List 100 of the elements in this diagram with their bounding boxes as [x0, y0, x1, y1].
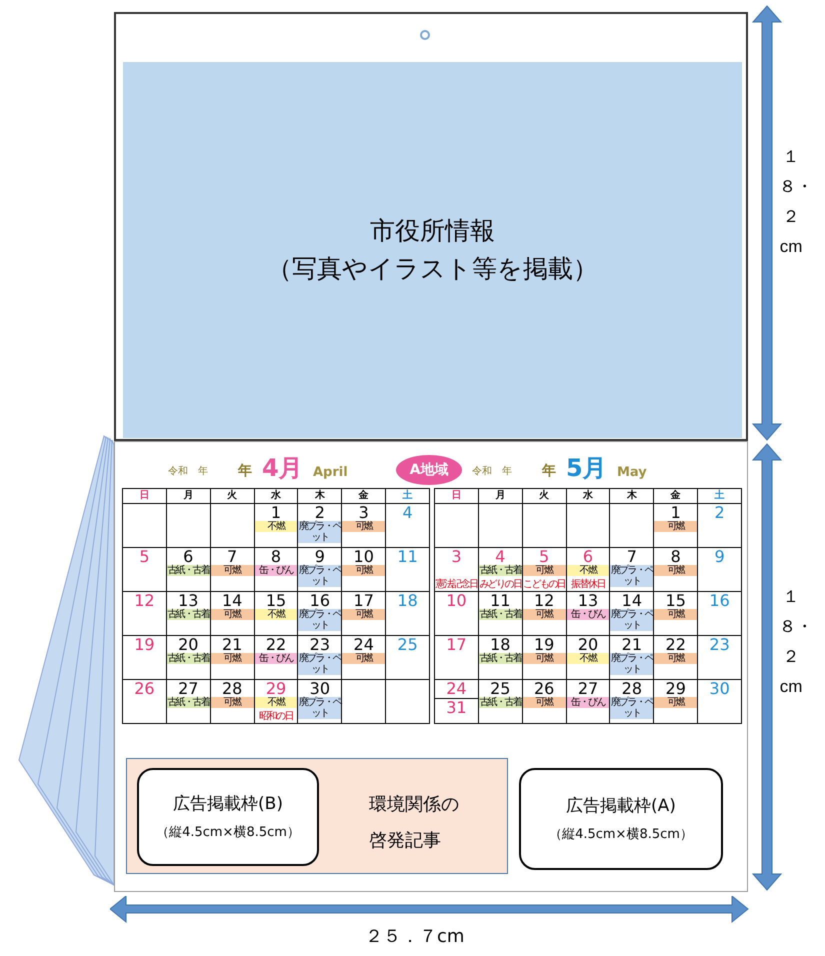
day-number: 22 — [666, 636, 686, 653]
weekday-header: 水 — [270, 491, 281, 501]
month-name: April — [313, 466, 348, 479]
collection-tag: 缶・びん — [566, 609, 610, 620]
collection-tag: 不燃 — [254, 521, 298, 532]
day-number: 14 — [222, 592, 242, 609]
collection-tag: 可燃 — [654, 565, 698, 576]
collection-tag: 可燃 — [210, 697, 254, 708]
month-name: May — [617, 466, 647, 479]
day-number: 24 — [354, 636, 374, 653]
ad-title: 広告掲載枠(B) — [173, 796, 283, 812]
day-number: 29 — [666, 680, 686, 697]
collection-tag: 古紙・古着 — [478, 565, 522, 576]
collection-tag: 可燃 — [654, 609, 698, 620]
day-number: 12 — [534, 592, 554, 609]
day-number: 26 — [134, 680, 155, 697]
day-number: 27 — [578, 680, 598, 697]
day-number: 21 — [222, 636, 242, 653]
day-number: 27 — [178, 680, 198, 697]
day-number: 17 — [446, 636, 467, 653]
collection-tag: 可燃 — [654, 697, 698, 708]
day-number: 5 — [539, 548, 550, 565]
era-year-label: 令和 年 — [472, 467, 512, 477]
weekday-header: 水 — [582, 491, 593, 501]
collection-tag: 古紙・古着 — [166, 565, 210, 576]
day-number: 20 — [578, 636, 598, 653]
day-number: 6 — [582, 548, 594, 565]
day-number: 10 — [446, 592, 467, 609]
collection-tag: 可燃 — [654, 653, 698, 664]
collection-tag: 可燃 — [654, 521, 698, 532]
day-number: 17 — [354, 592, 374, 609]
collection-tag: 不燃 — [254, 697, 298, 708]
weekday-header: 金 — [358, 491, 369, 501]
day-number: 2 — [314, 504, 325, 521]
day-number: 6 — [183, 548, 194, 565]
info-panel — [123, 62, 742, 438]
day-number: 7 — [227, 548, 238, 565]
collection-tag: 可燃 — [342, 653, 386, 664]
collection-tag: 古紙・古着 — [166, 697, 210, 708]
collection-tag: 缶・びん — [254, 565, 298, 576]
collection-tag: 可燃 — [210, 653, 254, 664]
day-number: 25 — [397, 636, 418, 653]
year-label: 年 — [238, 464, 252, 478]
month-number: 5月 — [566, 456, 607, 480]
day-number: 11 — [490, 592, 510, 609]
day-number: 11 — [397, 548, 418, 565]
year-label: 年 — [542, 464, 556, 478]
weekday-header: 金 — [670, 491, 681, 501]
day-number: 1 — [670, 504, 681, 521]
panel-text: 市役所情報 — [370, 215, 495, 247]
holiday-label: 振替休日 — [571, 579, 605, 590]
collection-tag: 不燃 — [254, 609, 298, 620]
panel-text: （写真やイラスト等を掲載） — [267, 253, 598, 285]
article-text: 環境関係の啓発記事 — [369, 793, 460, 853]
day-number: 1 — [270, 504, 282, 521]
day-number: 2 — [714, 504, 725, 521]
collection-tag: 古紙・古着 — [166, 609, 210, 620]
collection-tag: 缶・びん — [566, 697, 610, 708]
day-number: 21 — [622, 636, 642, 653]
day-number: 8 — [270, 548, 282, 565]
weekday-header: 火 — [539, 491, 550, 501]
day-number: 30 — [709, 680, 730, 697]
holiday-label: みどりの日 — [479, 579, 522, 590]
day-number: 3 — [358, 504, 369, 521]
collection-tag: 可燃 — [522, 565, 566, 576]
dimension-label: ２５．７cm — [365, 925, 464, 949]
day-number: 8 — [670, 548, 681, 565]
day-number: 10 — [354, 548, 374, 565]
day-number: 19 — [134, 636, 155, 653]
day-number: 28 — [222, 680, 242, 697]
collection-tag: 可燃 — [342, 609, 386, 620]
day-number: 13 — [578, 592, 598, 609]
day-number: 24 — [446, 680, 467, 698]
weekday-header: 月 — [183, 491, 194, 501]
holiday-label: 昭和の日 — [259, 711, 293, 722]
collection-tag: 不燃 — [566, 653, 610, 664]
collection-tag: 不燃 — [566, 565, 610, 576]
collection-tag: 可燃 — [522, 609, 566, 620]
day-number: 26 — [534, 680, 554, 697]
weekday-header: 土 — [402, 491, 413, 501]
weekday-header: 日 — [139, 491, 150, 501]
day-number: 22 — [266, 636, 286, 653]
day-number: 20 — [178, 636, 198, 653]
month-number: 4月 — [262, 456, 303, 480]
weekday-header: 火 — [227, 491, 238, 501]
collection-tag: 可燃 — [210, 565, 254, 576]
day-number: 15 — [666, 592, 686, 609]
collection-tag: 缶・びん — [254, 653, 298, 664]
weekday-header: 土 — [714, 491, 725, 501]
collection-tag: 可燃 — [342, 521, 386, 532]
holiday-label: 憲法記念日 — [435, 579, 478, 590]
day-number: 14 — [622, 592, 642, 609]
weekday-header: 木 — [626, 491, 637, 501]
holiday-label: こどもの日 — [523, 579, 566, 590]
day-number: 19 — [534, 636, 554, 653]
weekday-header: 月 — [495, 491, 506, 501]
day-number: 28 — [622, 680, 642, 697]
ad-size: （縦4.5cm×横8.5cm） — [549, 828, 693, 840]
day-number: 30 — [310, 680, 330, 697]
day-number: 12 — [134, 592, 155, 609]
